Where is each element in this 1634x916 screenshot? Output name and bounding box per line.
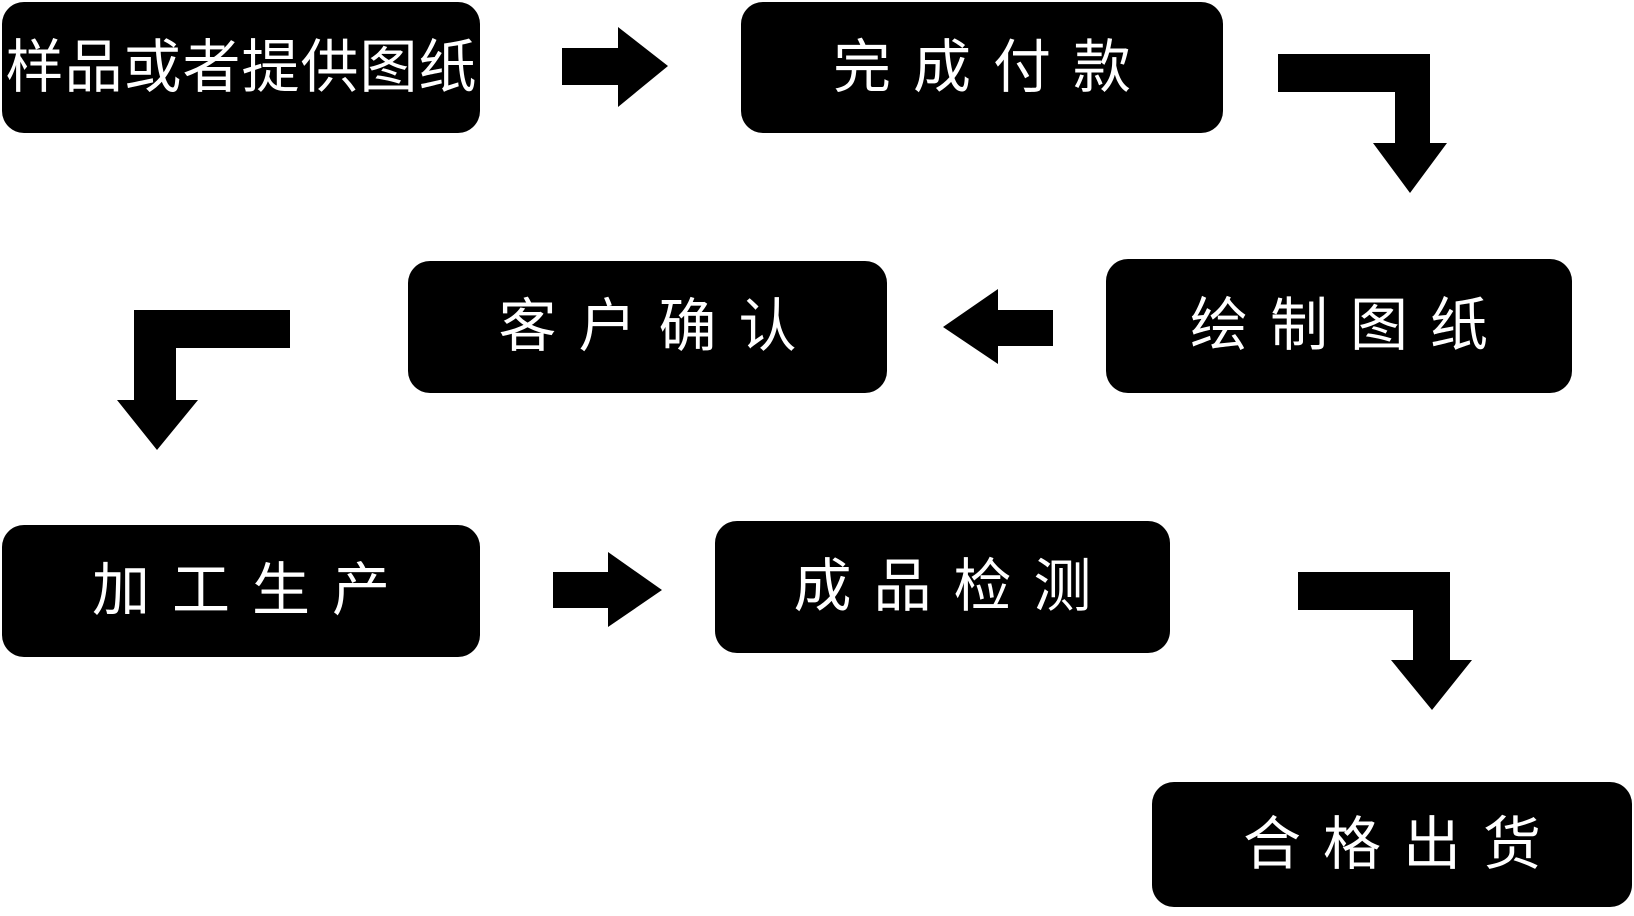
flow-node-sample: 样品或者提供图纸 [2,2,480,133]
elbow-arrow-right-down-icon [1298,572,1472,710]
arrow-right-icon [562,27,668,107]
flow-node-label: 绘制图纸 [1189,293,1510,358]
flow-node-label: 客户确认 [498,294,819,359]
flow-node-confirm: 客户确认 [408,261,887,393]
elbow-arrow-right-down-icon [1278,54,1447,193]
flow-node-label: 加工生产 [91,558,412,623]
flow-node-label: 样品或者提供图纸 [5,34,478,100]
arrow-right-icon [553,552,662,627]
flow-node-inspection: 成品检测 [715,521,1170,653]
flow-node-label: 合格出货 [1242,811,1563,877]
flow-node-label: 成品检测 [793,554,1114,619]
arrow-left-icon [943,289,1053,364]
flow-node-payment: 完成付款 [741,2,1223,133]
elbow-arrow-left-down-icon [117,310,290,450]
flow-node-shipment: 合格出货 [1152,782,1632,907]
flow-node-draw: 绘制图纸 [1106,259,1572,393]
flow-node-production: 加工生产 [2,525,480,657]
flow-node-label: 完成付款 [832,34,1153,100]
